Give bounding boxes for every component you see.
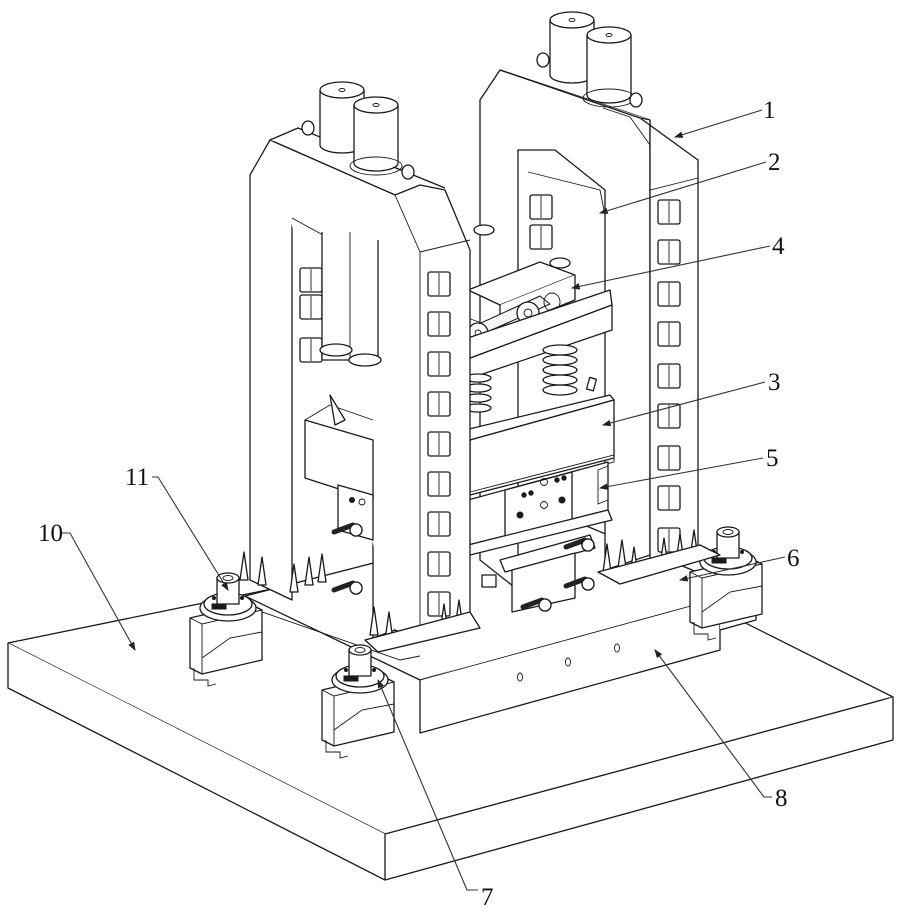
label-8: 8 [775, 785, 788, 812]
rear-cylinders [536, 11, 643, 108]
leader-lines [62, 109, 786, 891]
gearbox-belt-assembly [461, 224, 613, 361]
front-left-press [304, 232, 382, 594]
label-2: 2 [768, 149, 781, 176]
label-6: 6 [787, 545, 800, 572]
label-7: 7 [481, 884, 494, 911]
label-5: 5 [766, 445, 779, 472]
label-1: 1 [763, 97, 776, 124]
label-11: 11 [125, 464, 149, 491]
corner-clamp-right [689, 526, 763, 641]
label-3: 3 [768, 369, 781, 396]
label-4: 4 [772, 233, 785, 260]
front-cylinders [301, 81, 415, 180]
clamping-fixture [481, 534, 595, 612]
spring-left [464, 373, 492, 413]
label-10: 10 [38, 520, 63, 547]
spring-right [542, 344, 578, 396]
spring-plate [464, 304, 613, 413]
